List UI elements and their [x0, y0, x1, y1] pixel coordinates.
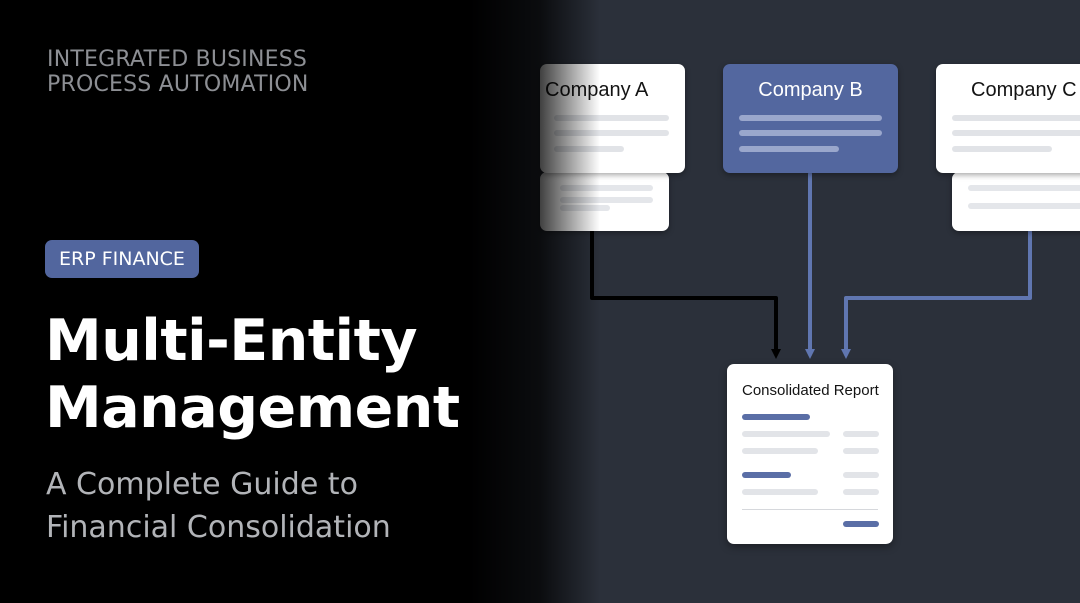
title-line-1: Multi-Entity — [45, 308, 417, 374]
report-heading-line — [742, 414, 810, 420]
report-line — [742, 448, 818, 454]
card-line — [952, 130, 1080, 136]
page-title: Multi-Entity Management — [45, 308, 460, 442]
card-line — [554, 115, 669, 121]
eyebrow-line-1: INTEGRATED BUSINESS — [47, 47, 308, 72]
report-value-line — [843, 472, 879, 478]
card-line — [952, 115, 1080, 121]
report-total-line — [843, 521, 879, 527]
card-line — [968, 203, 1080, 209]
page-subtitle: A Complete Guide to Financial Consolidat… — [46, 463, 391, 549]
eyebrow-line-2: PROCESS AUTOMATION — [47, 72, 309, 97]
card-line — [560, 185, 653, 191]
report-line — [742, 489, 818, 495]
report-divider — [742, 509, 878, 510]
report-value-line — [843, 431, 879, 437]
report-heading-line — [742, 472, 791, 478]
card-line — [554, 130, 669, 136]
subtitle-line-2: Financial Consolidation — [46, 510, 391, 545]
company-c-title: Company C — [971, 79, 1077, 101]
connector-company-c — [841, 230, 1032, 359]
report-value-line — [843, 448, 879, 454]
company-c-card: Company C — [936, 64, 1080, 173]
eyebrow-label: INTEGRATED BUSINESS PROCESS AUTOMATION — [47, 47, 309, 97]
company-c-card-back — [952, 172, 1080, 231]
card-line — [560, 197, 653, 203]
card-line — [739, 130, 882, 136]
card-line — [739, 115, 882, 121]
category-badge: ERP FINANCE — [45, 240, 199, 278]
consolidated-report-card: Consolidated Report — [727, 364, 893, 544]
subtitle-line-1: A Complete Guide to — [46, 467, 358, 502]
company-b-card: Company B — [723, 64, 898, 173]
left-panel — [0, 0, 600, 603]
report-value-line — [843, 489, 879, 495]
card-line — [739, 146, 839, 152]
title-line-2: Management — [45, 375, 460, 441]
company-b-title: Company B — [758, 79, 863, 101]
consolidated-report-title: Consolidated Report — [742, 382, 879, 399]
card-line — [952, 146, 1052, 152]
report-line — [742, 431, 830, 437]
card-line — [968, 185, 1080, 191]
connector-company-a — [590, 230, 781, 359]
